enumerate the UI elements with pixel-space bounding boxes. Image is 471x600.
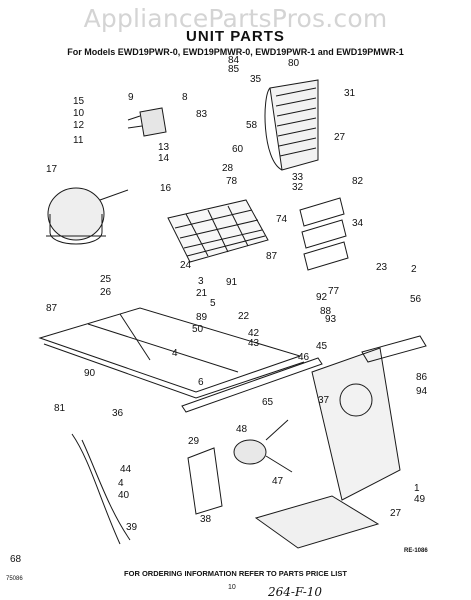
callout-label: 39 <box>126 522 138 533</box>
callout-label: 4 <box>172 348 178 359</box>
callout-label: 29 <box>188 436 200 447</box>
callout-label: 49 <box>414 494 426 505</box>
callout-label: 4 <box>118 478 124 489</box>
callout-label: 58 <box>246 120 258 131</box>
callout-label: 87 <box>46 303 58 314</box>
callout-label: 77 <box>328 286 340 297</box>
callout-label: 74 <box>276 214 288 225</box>
callout-label: 89 <box>196 312 208 323</box>
callout-label: 80 <box>288 58 300 69</box>
figure-code: RE-1086 <box>404 548 428 554</box>
callout-label: 47 <box>272 476 284 487</box>
callout-label: 44 <box>120 464 132 475</box>
callout-label: 60 <box>232 144 244 155</box>
callout-label: 48 <box>236 424 248 435</box>
callout-label: 46 <box>298 352 310 363</box>
callout-label: 27 <box>334 132 346 143</box>
callout-label: 1 <box>414 483 420 494</box>
callout-label: 38 <box>200 514 212 525</box>
callout-label: 17 <box>46 164 58 175</box>
callout-label: 87 <box>266 251 278 262</box>
model-list: For Models EWD19PWR-0, EWD19PMWR-0, EWD1… <box>67 47 404 57</box>
callout-label: 65 <box>262 397 274 408</box>
callout-label: 24 <box>180 260 192 271</box>
louver-part <box>361 335 427 363</box>
handwritten-note: 264-F-10 <box>268 585 323 599</box>
page-number: 10 <box>228 584 236 591</box>
callout-label: 94 <box>416 386 428 397</box>
callout-label: 37 <box>318 395 330 406</box>
callout-label: 21 <box>196 288 208 299</box>
callout-label: 91 <box>226 277 238 288</box>
drier-part <box>127 107 167 137</box>
callout-label: 2 <box>411 264 417 275</box>
ordering-note: FOR ORDERING INFORMATION REFER TO PARTS … <box>124 569 347 578</box>
callout-label: 83 <box>196 109 208 120</box>
callout-label: 25 <box>100 274 112 285</box>
callout-label: 43 <box>248 338 260 349</box>
callout-label: 6 <box>198 377 204 388</box>
callout-label: 16 <box>160 183 172 194</box>
callout-label: 78 <box>226 176 238 187</box>
evaporator-part <box>167 199 269 263</box>
callout-label: 31 <box>344 88 356 99</box>
callout-label: 13 <box>158 142 170 153</box>
motor-bracket-part <box>187 447 223 515</box>
callout-label: 32 <box>292 182 304 193</box>
callout-label: 8 <box>182 92 188 103</box>
power-cord-part <box>71 433 131 545</box>
callout-label: 40 <box>118 490 130 501</box>
callout-label: 34 <box>352 218 364 229</box>
callout-label: 36 <box>112 408 124 419</box>
callout-label: 26 <box>100 287 112 298</box>
callout-label: 81 <box>54 403 66 414</box>
fan-housing-part <box>311 347 401 501</box>
baffle-part <box>299 197 349 271</box>
callout-label: 84 <box>228 55 240 66</box>
rail-part <box>181 357 323 413</box>
drain-pan-part <box>254 495 380 549</box>
callout-label: 33 <box>292 172 304 183</box>
watermark: AppliancePartsPros.com <box>83 4 388 33</box>
callout-label: 35 <box>250 74 262 85</box>
callout-label: 85 <box>228 64 240 75</box>
fan-motor-part <box>233 419 293 473</box>
callout-label: 10 <box>73 108 85 119</box>
callout-label: 11 <box>73 135 84 146</box>
callout-label: 56 <box>410 294 422 305</box>
page-title: UNIT PARTS <box>186 28 285 45</box>
callout-label: 92 <box>316 292 328 303</box>
callout-label: 68 <box>10 554 22 565</box>
compressor-part <box>46 187 129 245</box>
callout-label: 14 <box>158 153 170 164</box>
condenser-part <box>264 79 319 171</box>
callout-label: 42 <box>248 328 260 339</box>
callout-label: 9 <box>128 92 134 103</box>
callout-label: 12 <box>73 120 85 131</box>
callout-label: 93 <box>325 314 337 325</box>
callout-label: 90 <box>84 368 96 379</box>
catalog-code: 75086 <box>6 576 23 582</box>
callout-label: 82 <box>352 176 364 187</box>
callout-label: 5 <box>210 298 216 309</box>
callout-label: 27 <box>390 508 402 519</box>
callout-label: 15 <box>73 96 85 107</box>
callout-label: 22 <box>238 311 250 322</box>
callout-label: 45 <box>316 341 328 352</box>
callout-label: 88 <box>320 306 332 317</box>
callout-label: 28 <box>222 163 234 174</box>
callout-label: 86 <box>416 372 428 383</box>
callout-label: 23 <box>376 262 388 273</box>
callout-label: 50 <box>192 324 204 335</box>
callout-label: 3 <box>198 276 204 287</box>
base-frame-part <box>38 307 305 399</box>
